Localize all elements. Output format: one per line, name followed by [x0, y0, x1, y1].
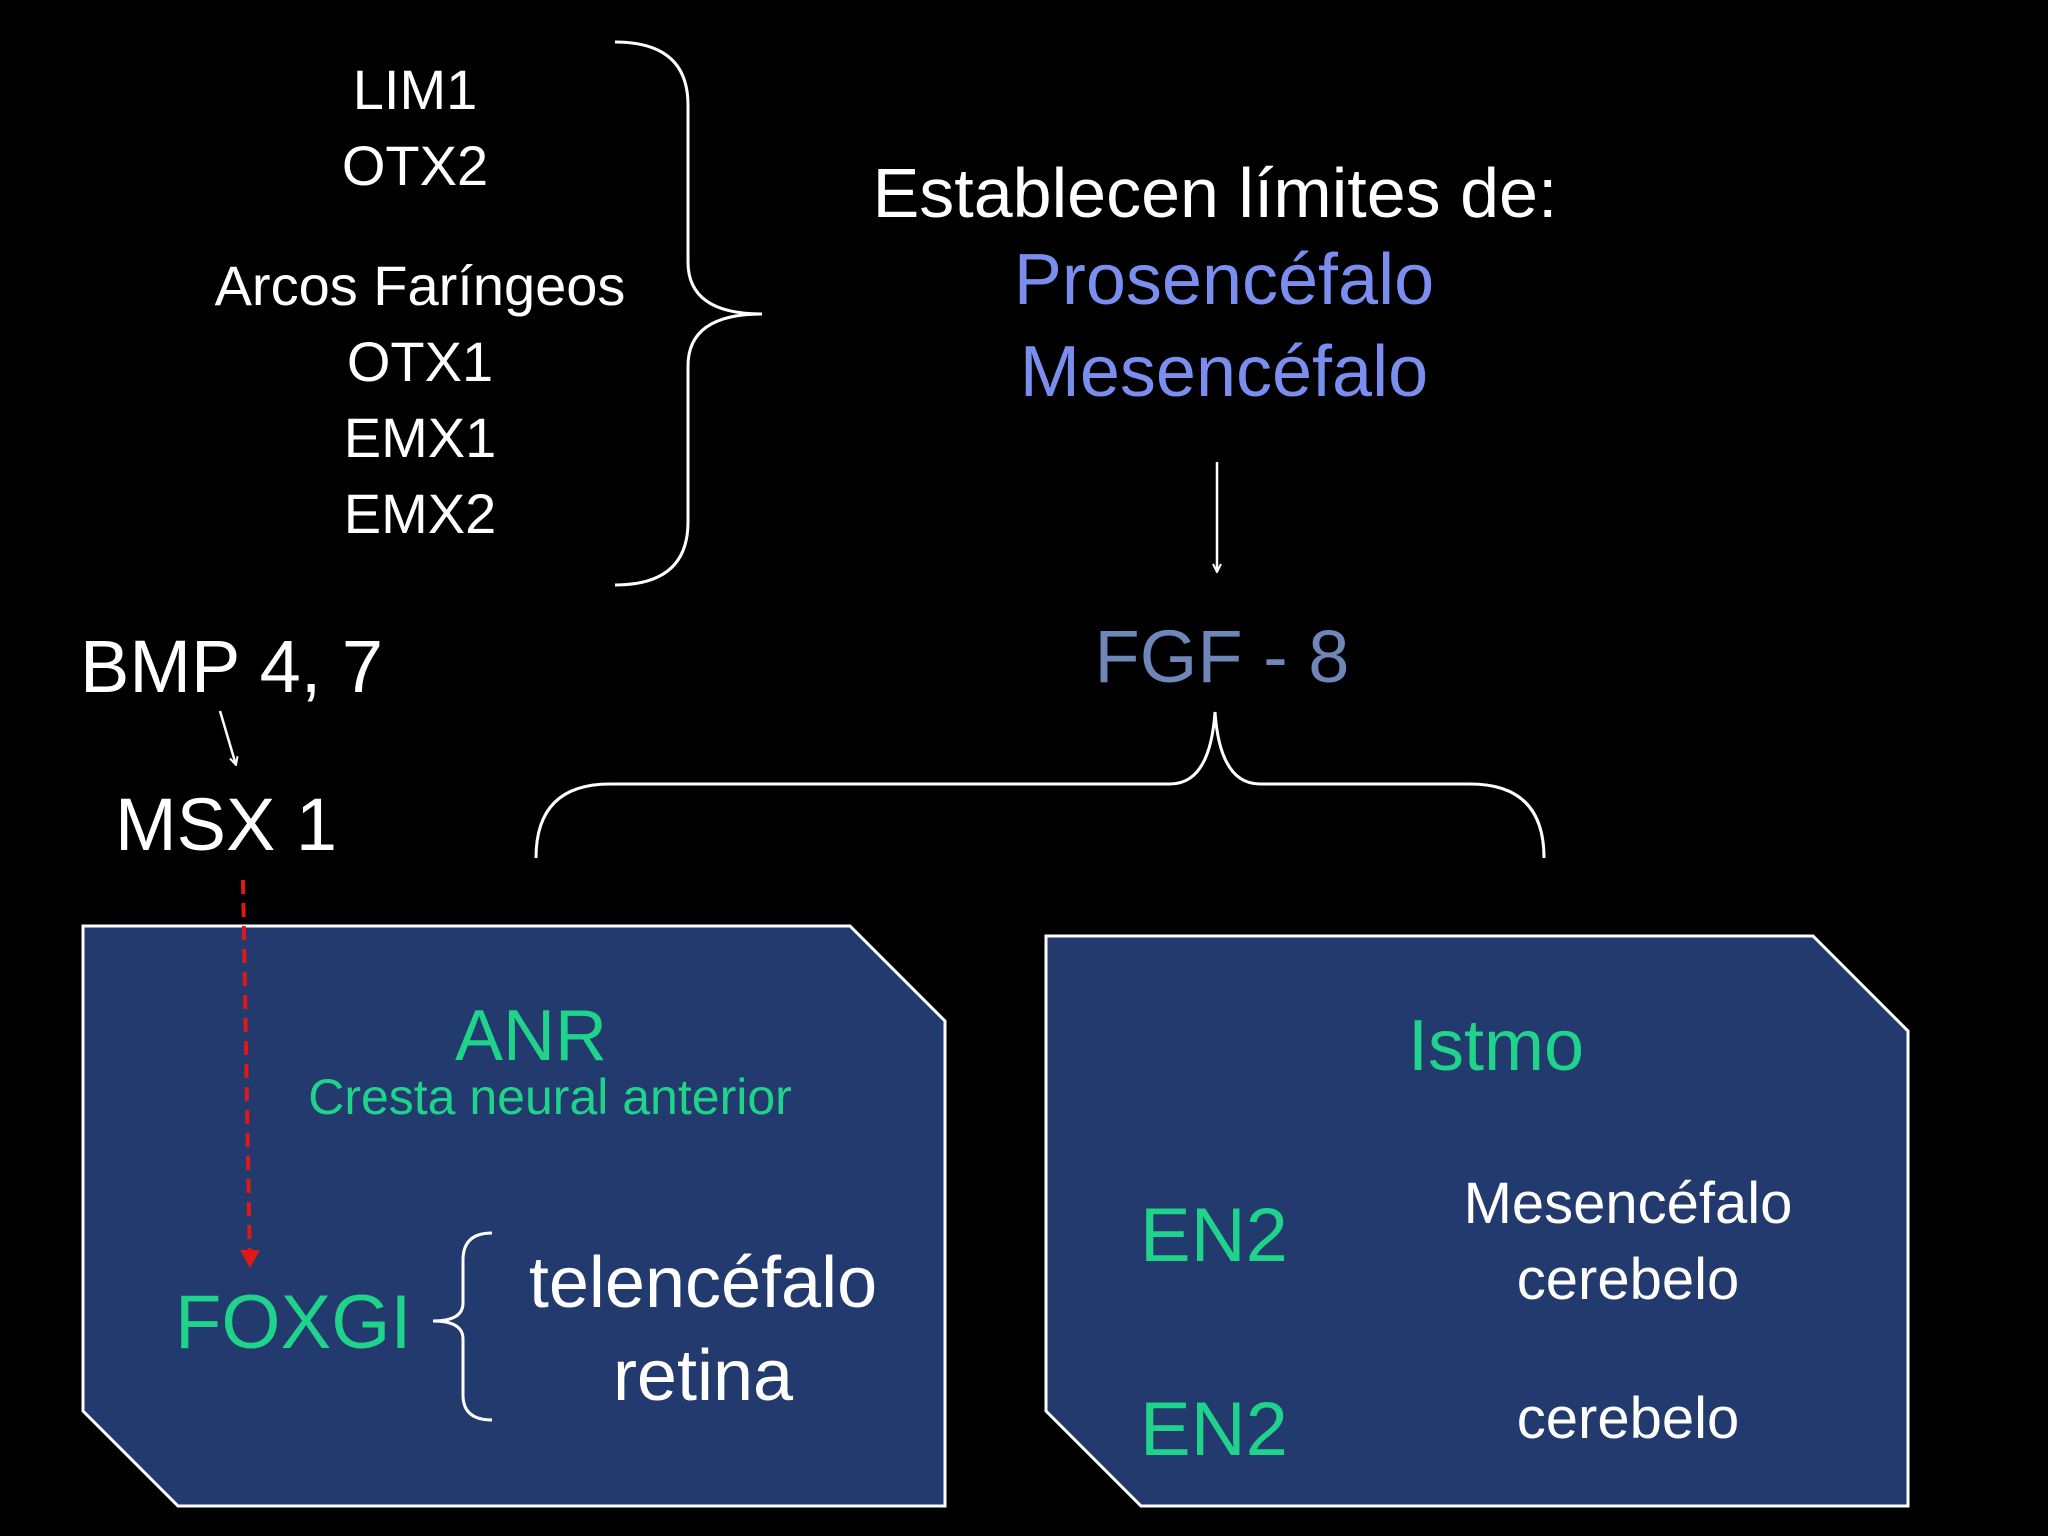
- fgf-label: FGF - 8: [1094, 615, 1350, 698]
- fgf-brace: [534, 711, 1546, 859]
- gene-otx1: OTX1: [346, 330, 494, 393]
- left-box: [81, 924, 947, 1508]
- gene-lim1: LIM1: [352, 58, 478, 121]
- establish-heading: Establecen límites de:: [872, 154, 1558, 232]
- msx-label: MSX 1: [115, 783, 338, 866]
- right-box: [1044, 934, 1910, 1508]
- en2-target-cerebelo-2: cerebelo: [1516, 1386, 1740, 1451]
- arcos-faringeos: Arcos Faríngeos: [214, 254, 626, 317]
- region-prosencefalo: Prosencéfalo: [1013, 240, 1435, 320]
- gene-brace: [614, 40, 763, 587]
- gene-otx2: OTX2: [341, 134, 489, 197]
- en2-gene-2: EN2: [1140, 1387, 1288, 1472]
- istmo-title: Istmo: [1407, 1006, 1585, 1086]
- target-retina: retina: [612, 1336, 794, 1416]
- anr-subtitle: Cresta neural anterior: [308, 1069, 792, 1125]
- gene-emx1: EMX1: [343, 406, 497, 469]
- target-telencefalo: telencéfalo: [528, 1243, 878, 1323]
- arrow-bmp-msx: [218, 710, 236, 765]
- foxgi-gene: FOXGI: [175, 1280, 412, 1365]
- foxgi-brace: [432, 1231, 493, 1422]
- gene-emx2: EMX2: [343, 482, 497, 545]
- en2-gene-1: EN2: [1140, 1193, 1288, 1278]
- en2-target-mesencefalo: Mesencéfalo: [1463, 1171, 1793, 1236]
- region-mesencefalo: Mesencéfalo: [1019, 332, 1429, 412]
- dashed-arrow-msx-foxgi: [240, 879, 260, 1269]
- en2-target-cerebelo-1: cerebelo: [1516, 1247, 1740, 1312]
- bmp-label: BMP 4, 7: [80, 625, 384, 708]
- anr-title: ANR: [454, 996, 608, 1076]
